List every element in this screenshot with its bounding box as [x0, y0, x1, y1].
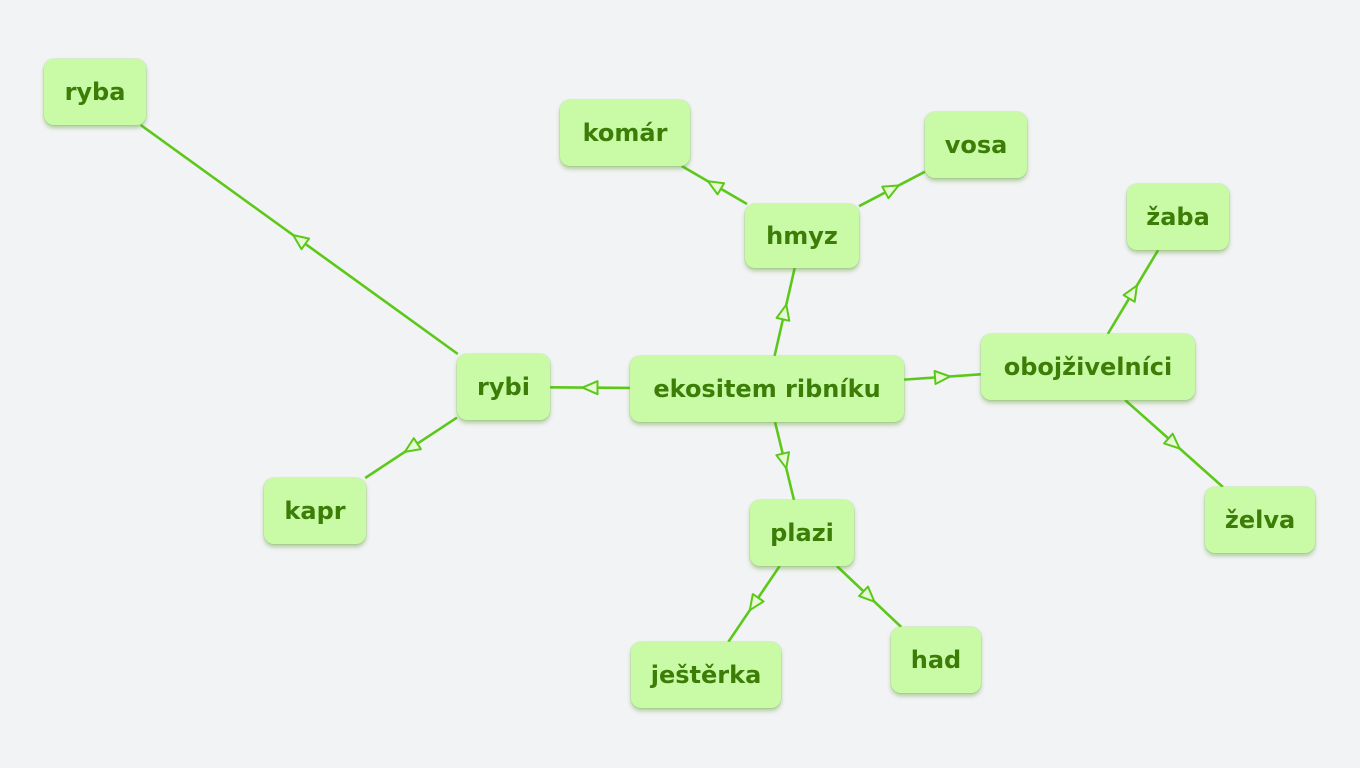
node-kapr[interactable]: kapr: [264, 478, 366, 544]
node-komar[interactable]: komár: [560, 100, 690, 166]
arrowhead-root-rybi: [581, 380, 599, 396]
node-plazi[interactable]: plazi: [750, 500, 854, 566]
arrowhead-rybi-kapr: [403, 437, 422, 453]
node-had[interactable]: had: [891, 627, 981, 693]
arrowhead-hmyz-komar: [706, 180, 726, 196]
node-ekosystem-ribniku[interactable]: ekositem ribníku: [630, 356, 904, 422]
arrowhead-root-obojzivelnici: [933, 370, 951, 385]
arrowhead-obojzivelnici-zelva: [1163, 432, 1181, 450]
node-hmyz[interactable]: hmyz: [745, 204, 859, 268]
node-obojzivelnici[interactable]: obojživelníci: [981, 334, 1195, 400]
arrowhead-plazi-jesterka: [748, 593, 765, 612]
node-jesterka[interactable]: ještěrka: [631, 642, 781, 708]
arrowhead-rybi-ryba: [292, 234, 311, 251]
arrowhead-root-plazi: [775, 451, 790, 470]
node-zelva[interactable]: želva: [1205, 487, 1315, 553]
node-zaba[interactable]: žaba: [1127, 184, 1229, 250]
arrowhead-obojzivelnici-zaba: [1122, 284, 1138, 303]
arrowhead-plazi-had: [858, 585, 876, 603]
node-rybi[interactable]: rybi: [457, 354, 550, 420]
node-ryba[interactable]: ryba: [44, 59, 146, 125]
node-vosa[interactable]: vosa: [925, 112, 1027, 178]
arrowhead-root-hmyz: [775, 303, 791, 322]
arrowhead-hmyz-vosa: [881, 184, 900, 200]
